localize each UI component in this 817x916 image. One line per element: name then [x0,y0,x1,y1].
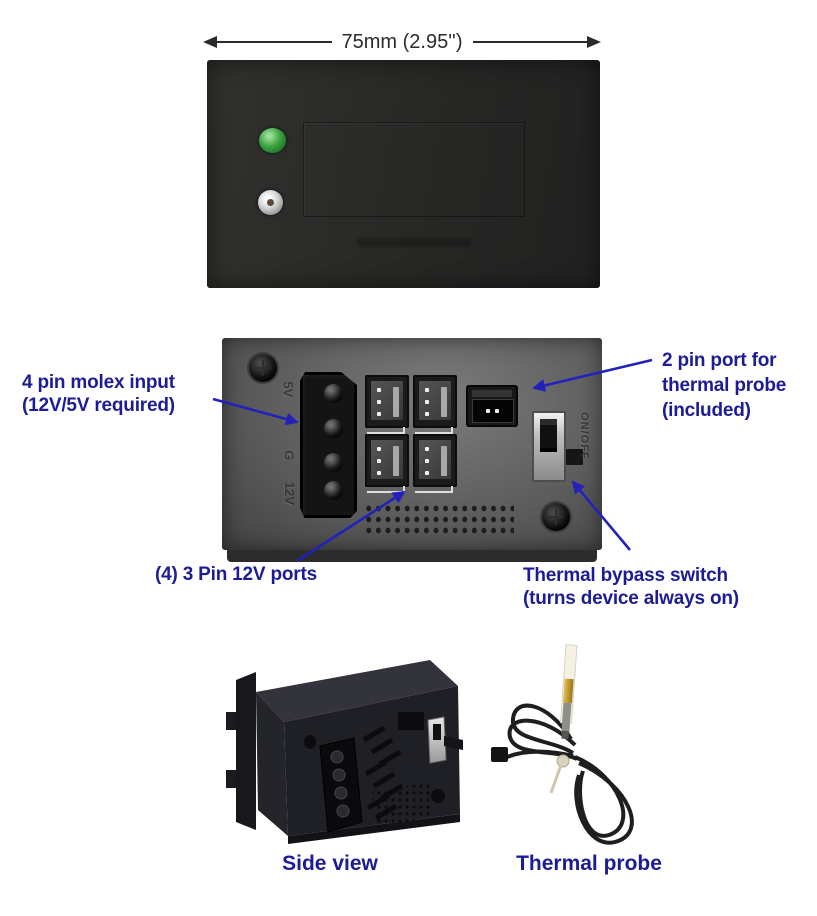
molex-input-connector [300,372,357,518]
cable-tie-tail [549,764,563,794]
vent-holes-side [372,782,432,828]
caption-side-view: Side view [282,852,378,875]
switch-slider [540,419,557,452]
marking-on-off: ON/OFF [577,412,590,460]
mount-tab [226,770,238,788]
fan-port-pin [425,459,429,463]
probe-metal-section [561,702,572,734]
thermal-port-opening [472,399,514,423]
annotation-bypass-switch: Thermal bypass switch (turns device alwa… [523,564,739,610]
molex-pin [324,453,343,472]
mount-tab [226,712,238,730]
fan-port-bracket [367,427,405,434]
fan-port-3 [365,434,409,493]
probe-tip [560,644,578,740]
probe-cable [506,703,634,845]
switch-knob [566,449,583,465]
side-view-photo [226,660,463,844]
embossed-marking [357,238,472,247]
fan-port-pin [377,388,381,392]
marking-12v: 12V [282,481,298,506]
screw-hole [304,735,316,749]
molex-pin [324,419,343,438]
top-view-photo [207,60,600,288]
molex-pin [324,384,343,403]
dimension-line-left [217,41,332,43]
fan-port-pin [425,447,429,451]
molex-socket [332,768,346,782]
annotation-thermal-line1: 2 pin port for [662,350,777,371]
marking-5v: 5V [280,381,296,398]
molex-socket [330,750,344,764]
ventilation-holes [364,503,514,536]
fan-port-pin [377,459,381,463]
fan-port-grid [365,375,457,493]
width-dimension: 75mm (2.95'') [203,29,602,55]
thermal-probe-photo [491,644,634,845]
fan-port-latch [393,446,399,476]
fan-port-pin [377,471,381,475]
dimension-label: 75mm (2.95'') [341,30,463,53]
fan-port-pin [425,412,429,416]
dimension-line-right [472,41,588,43]
silver-led [258,190,283,215]
annotation-bypass-line2: (turns device always on) [523,588,739,609]
device-top-face [256,660,458,722]
switch-slider-side [433,724,441,740]
fan-port-bracket [415,427,453,434]
fan-port-1 [365,375,409,434]
screw-bottom-right [542,503,570,531]
marking-ground: G [281,450,297,461]
annotation-molex-line1: 4 pin molex input [22,372,175,393]
dimension-arrowhead-left-icon [203,36,217,48]
probe-tip-end [561,730,569,740]
recessed-panel-area [303,122,525,217]
fan-port-pin [377,400,381,404]
annotation-bypass-line1: Thermal bypass switch [523,565,728,586]
molex-socket [336,804,350,818]
thermal-port-pin [495,409,499,413]
molex-socket [334,786,348,800]
device-bottom-edge [288,814,460,844]
fan-port-pin [377,412,381,416]
annotation-thermal-line2: thermal probe [662,375,787,396]
cable-tie [556,754,570,768]
annotation-thermal-line3: (included) [662,400,751,421]
screw-side [431,789,445,803]
annotation-molex-input: 4 pin molex input (12V/5V required) [22,371,175,417]
probe-gold-band [562,678,574,704]
thermal-probe-port [466,385,518,427]
annotation-thermal-port: 2 pin port for thermal probe (included) [662,348,786,423]
annotation-fan-ports: (4) 3 Pin 12V ports [155,564,317,585]
port-side-photo: 5V G 12V [222,338,602,562]
fan-port-pin [425,400,429,404]
thermal-bypass-switch [532,411,583,482]
molex-pin [324,481,343,500]
fan-port-pin [377,447,381,451]
switch-knob-side [444,736,463,750]
fan-port-latch [441,446,447,476]
molex-connector-side [319,737,363,833]
power-led-green [259,128,286,153]
dimension-arrowhead-right-icon [587,36,602,48]
fan-port-latch [441,387,447,417]
screw-top-left [249,354,277,382]
back-flange [236,672,256,830]
fan-port-bracket [367,486,405,493]
fan-port-pin [425,471,429,475]
thermal-port-pin [486,409,490,413]
fan-port-latch [393,387,399,417]
fan-port-4 [413,434,457,493]
thermal-port-band [472,390,512,397]
fan-port-bracket [415,486,453,493]
device-left-face [256,692,288,836]
two-pin-header-side [398,712,424,730]
probe-connector [491,747,508,762]
device-bottom-edge [227,550,597,562]
annotation-molex-line2: (12V/5V required) [22,395,175,416]
fan-port-2 [413,375,457,434]
caption-thermal-probe: Thermal probe [516,852,662,875]
fan-port-pin [425,388,429,392]
